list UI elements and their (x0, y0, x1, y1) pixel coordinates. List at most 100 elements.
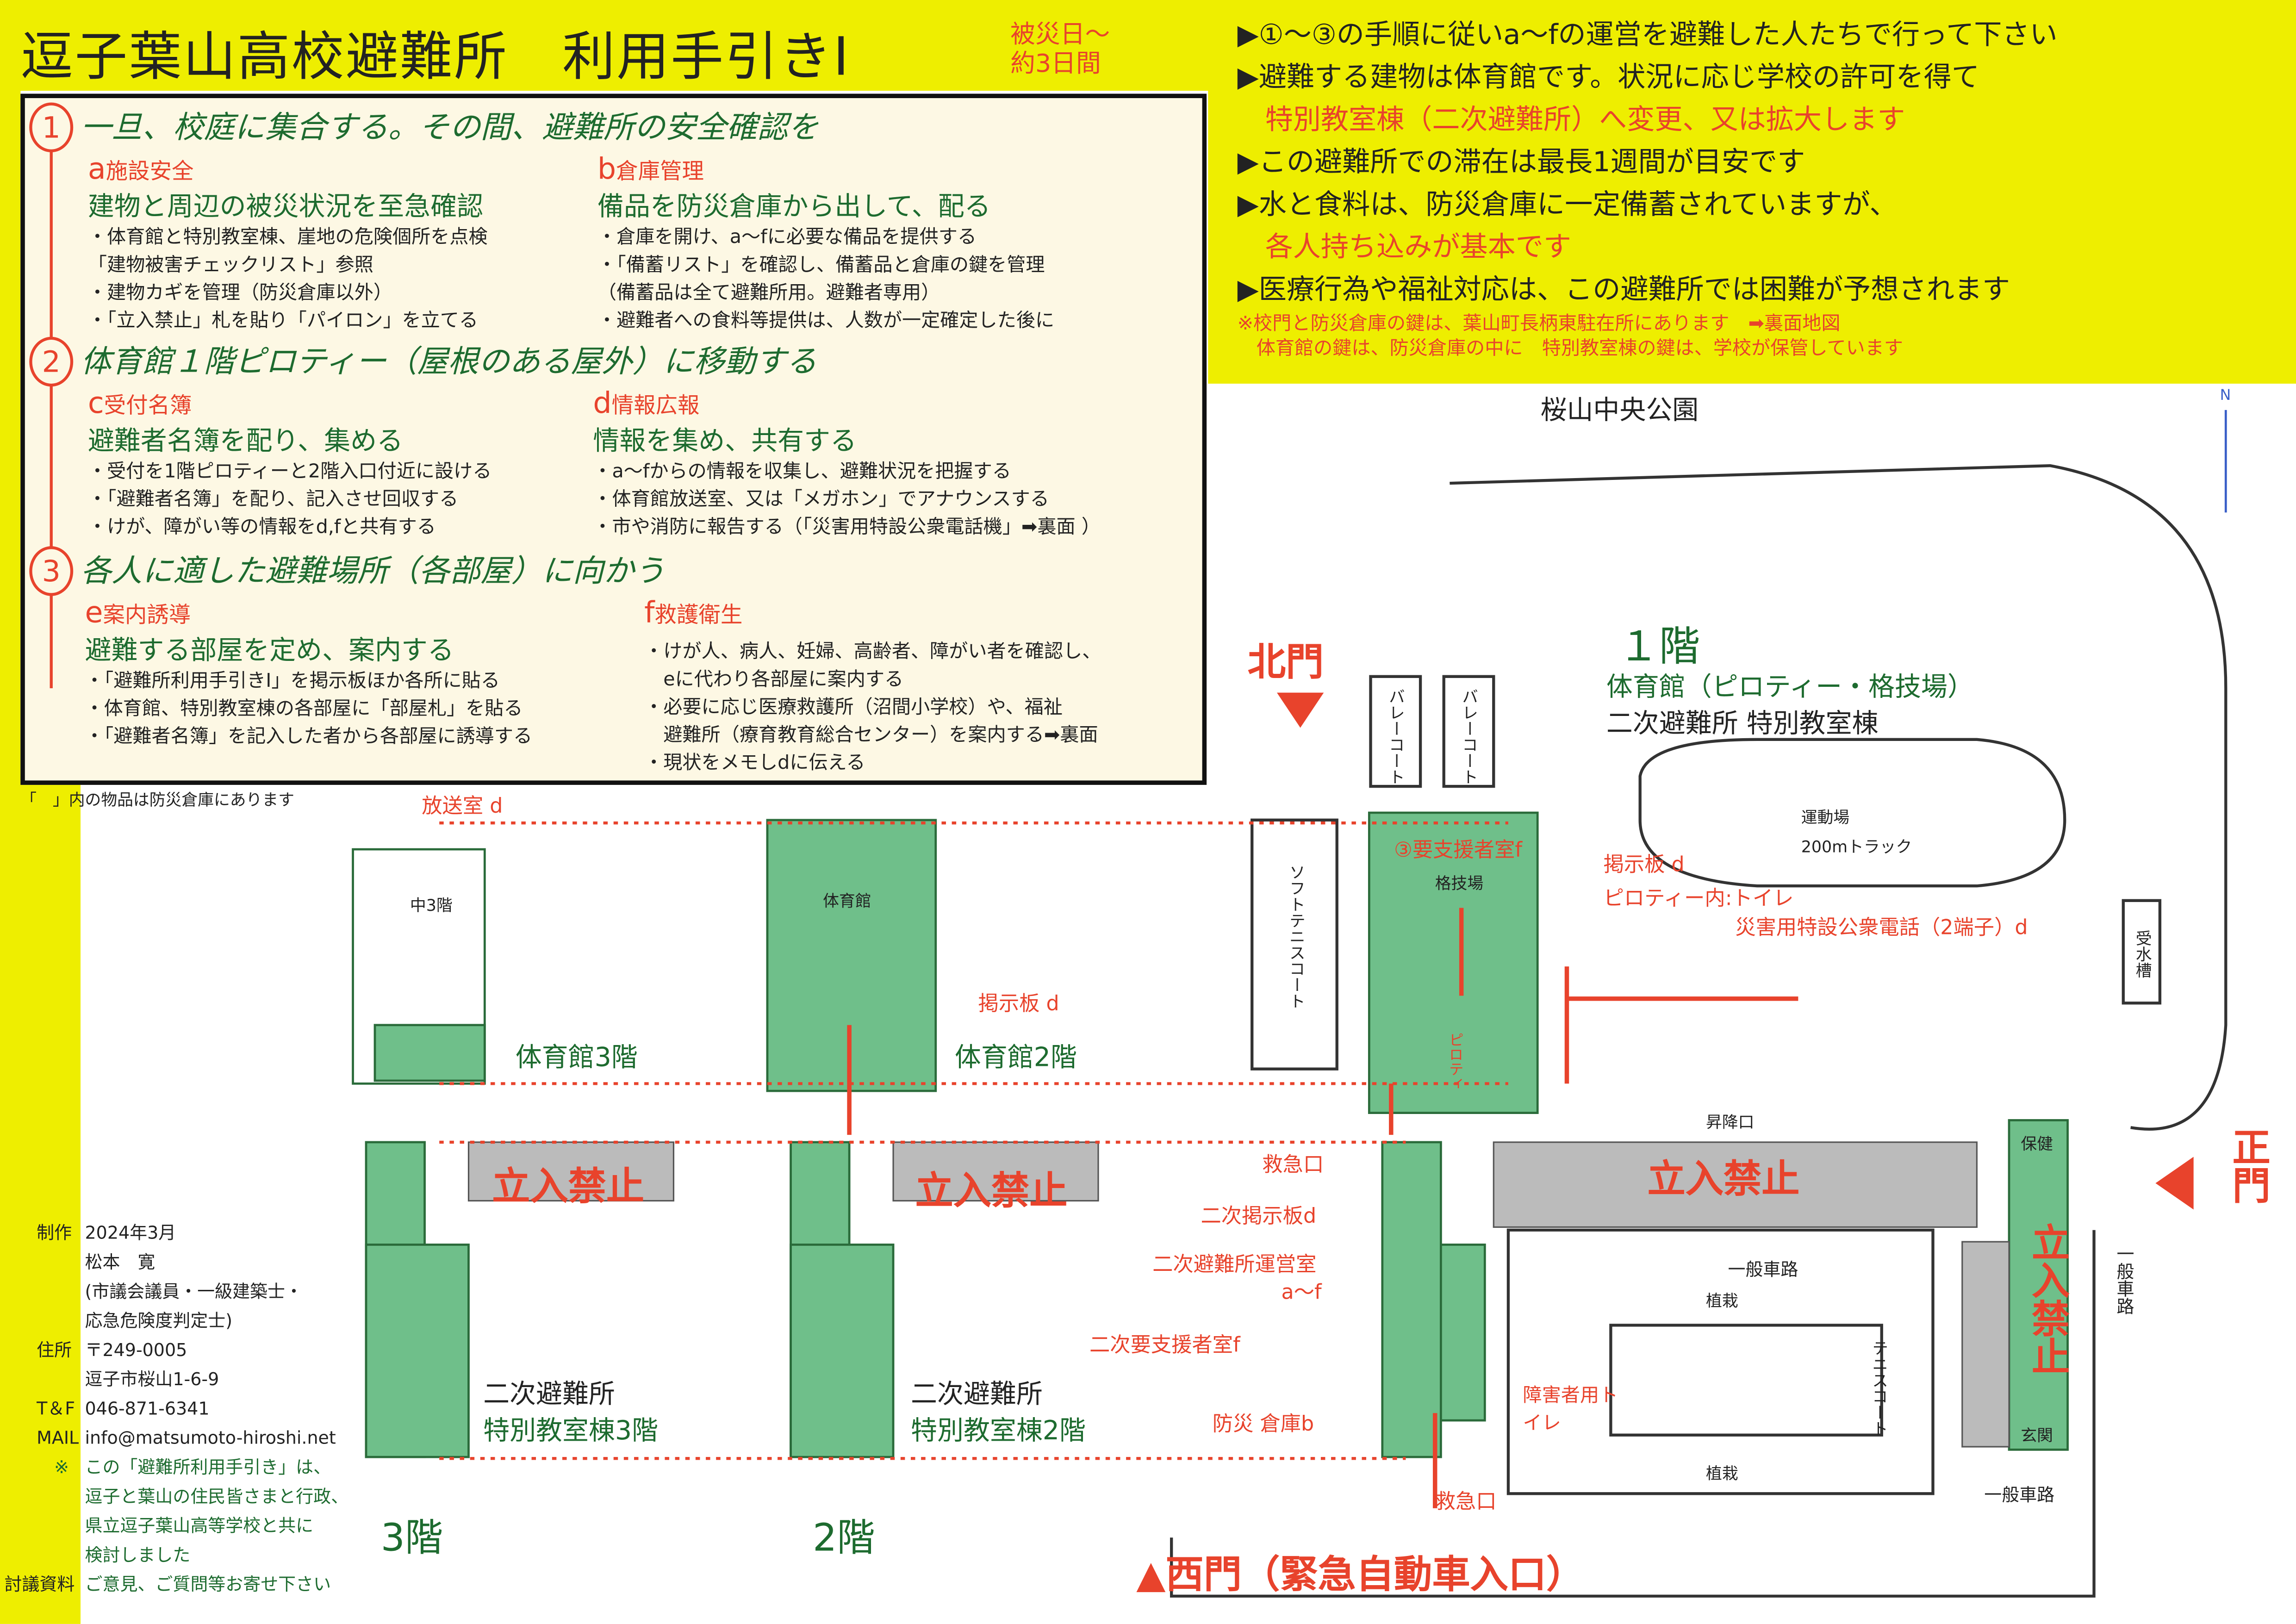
emergency-entrance-label: 救急口 (1435, 1490, 1497, 1514)
track-label: 200mトラック (1801, 837, 1912, 857)
task-b: b倉庫管理備品を防災倉庫から出して、配る・倉庫を開け、a～fに必要な備品を提供す… (597, 151, 1054, 336)
box-note: 「 」内の物品は防災倉庫にあります (20, 790, 294, 810)
rule-item: ▶この避難所での滞在は最長1週間が目安です (1237, 146, 1805, 179)
field-label: 運動場 (1801, 808, 1850, 828)
martial-arts-label: 格技場 (1435, 874, 1484, 894)
main-gate-label: 正門 (2226, 1127, 2270, 1204)
left-strip (0, 776, 81, 1624)
discussion-label: 討議資料 (4, 1574, 75, 1595)
blocked-3f (467, 1141, 675, 1202)
task-item: ・体育館放送室、又は「メガホン」でアナウンスする (593, 489, 1049, 511)
task-letter: d (593, 385, 612, 421)
water-tank-label: 受水槽 (2133, 930, 2153, 978)
annex-2f-wing (790, 1244, 895, 1458)
task-heading: 情報を集め、共有する (593, 426, 857, 457)
main-gate-arrow (2155, 1157, 2194, 1210)
credit-label: 制作 (37, 1222, 72, 1244)
road-label: 一般車路 (2114, 1244, 2135, 1315)
annex-3f-label: 二次避難所 (483, 1379, 615, 1410)
task-category: 受付名簿 (104, 392, 192, 419)
task-item: ・「避難所利用手引きⅠ」を掲示板ほか各所に貼る (85, 671, 500, 693)
tennis-court (1609, 1324, 1883, 1437)
task-item: ・「立入禁止」札を貼り「パイロン」を立てる (87, 310, 479, 333)
credits-labels: 制作 住所 T＆F MAIL ※ (37, 1218, 79, 1482)
task-item: ・市や消防に報告する（「災害用特設公衆電話機」➡裏面 ） (593, 516, 1101, 539)
task-item: eに代わり各部屋に案内する (644, 669, 904, 691)
rule-item: ▶①～③の手順に従いa～fの運営を避難した人たちで行って下さい (1237, 19, 2058, 51)
credit-value: 松本 寛 (85, 1252, 156, 1273)
task-category: 倉庫管理 (616, 158, 704, 185)
floor-3-label: 3階 (380, 1517, 443, 1561)
task-item: ・けが人、病人、妊婦、高齢者、障がい者を確認し、 (644, 641, 1101, 664)
step-title: 体育館１階ピロティー（屋根のある屋外）に移動する (81, 344, 817, 380)
task-heading: 備品を防災倉庫から出して、配る (597, 192, 991, 223)
credit-value: (市議会議員・一級建築士・ (85, 1281, 303, 1302)
step-title: 一旦、校庭に集合する。その間、避難所の安全確認を (81, 110, 819, 145)
task-letter: e (85, 594, 103, 630)
no-entry-label: 立入禁止 (1647, 1158, 1800, 1202)
support-2-label: 二次要支援者室f (1089, 1334, 1240, 1358)
task-item: ・現状をメモしdに伝える (644, 753, 865, 775)
note: ※校門と防災倉庫の鍵は、葉山町長柄東駐在所にあります ➡裏面地図 (1237, 313, 1841, 336)
rule-item: ▶避難する建物は体育館です。状況に応じ学校の許可を得て (1237, 61, 1979, 94)
task-item: ・建物カギを管理（防災倉庫以外） (87, 282, 393, 305)
page-title: 逗子葉山高校避難所 利用手引きⅠ (20, 28, 851, 88)
task-category: 救護衛生 (654, 602, 743, 628)
piloti-toilet-label: ピロティー内:トイレ (1603, 887, 1794, 911)
credit-label: T＆F (37, 1398, 75, 1419)
task-c: c受付名簿避難者名簿を配り、集める・受付を1階ピロティーと2階入口付近に設ける・… (88, 385, 492, 542)
no-entry-label: 立入禁止 (492, 1165, 645, 1210)
task-category: 施設安全 (106, 158, 194, 185)
board-2-label: 二次掲示板d (1201, 1205, 1317, 1229)
gym-3f-floor (373, 1024, 486, 1082)
storage-label: 防災 倉庫b (1212, 1413, 1314, 1437)
rules-panel (1208, 0, 2296, 384)
north-label: N (2220, 388, 2231, 404)
gym-inner-label: 体育館 (823, 891, 871, 911)
soft-tennis-court (1251, 818, 1338, 1070)
task-item: ・体育館と特別教室棟、崖地の危険個所を点検 (87, 227, 488, 249)
step-number: 2 (29, 336, 74, 387)
task-item: 避難所（療育教育総合センター）を案内する➡裏面 (644, 725, 1098, 747)
annex-3f-wing (365, 1244, 470, 1458)
flow-arrow-line (50, 146, 53, 689)
board-label: 掲示板 d (978, 993, 1059, 1016)
health-label: 保健 (2021, 1135, 2053, 1154)
mezzanine-label: 中3階 (410, 896, 453, 915)
water-tank (2122, 899, 2162, 1005)
road-label: 一般車路 (1984, 1485, 2055, 1506)
credit-value: 2024年3月 (85, 1222, 176, 1244)
rule-item: ▶医療行為や福祉対応は、この避難所では困難が予想されます (1237, 274, 2010, 306)
task-letter: c (87, 385, 104, 421)
task-item: ・けが、障がい等の情報をd,fと共有する (87, 516, 436, 539)
credit-value: 逗子市桜山1-6-9 (85, 1369, 219, 1390)
board-label: 掲示板 d (1603, 853, 1685, 877)
annex-label: 二次避難所 特別教室棟 (1606, 709, 1879, 740)
task-heading: 避難者名簿を配り、集める (87, 426, 403, 457)
support-room-label: ③要支援者室f (1394, 839, 1522, 863)
note: 体育館の鍵は、防災倉庫の中に 特別教室棟の鍵は、学校が保管しています (1237, 338, 1904, 361)
rule-item: ▶水と食料は、防災倉庫に一定備蓄されていますが、 (1237, 189, 1898, 221)
credit-value: 応急危険度判定士) (85, 1310, 233, 1332)
email[interactable]: info@matsumoto-hiroshi.net (85, 1427, 336, 1449)
credit-label: MAIL (37, 1427, 79, 1449)
north-gate-arrow (1277, 692, 1324, 728)
blocked-east (1961, 1241, 2010, 1448)
step-number: 3 (29, 546, 74, 596)
period-line: 被災日～ (1010, 20, 1110, 50)
entrance-label: 昇降口 (1706, 1113, 1755, 1132)
gym-building (1368, 811, 1539, 1114)
no-entry-label: 立入禁止 (915, 1170, 1068, 1214)
task-item: 「建物被害チェックリスト」参照 (87, 255, 373, 277)
volley-court-1 (1369, 675, 1422, 788)
task-letter: a (87, 150, 106, 186)
annex-2f-label: 特別教室棟2階 (911, 1416, 1086, 1447)
main-building (1493, 1141, 1978, 1228)
credit-note: 逗子と葉山の住民皆さまと行政、 (85, 1486, 349, 1507)
credit-note: この「避難所利用手引き」は、 (85, 1457, 331, 1478)
task-item: ・a～fからの情報を収集し、避難状況を把握する (593, 461, 1011, 484)
task-item: （備蓄品は全て避難所用。避難者専用） (597, 282, 940, 305)
credit-note: 県立逗子葉山高等学校と共に (85, 1515, 314, 1537)
task-category: 案内誘導 (103, 602, 191, 628)
